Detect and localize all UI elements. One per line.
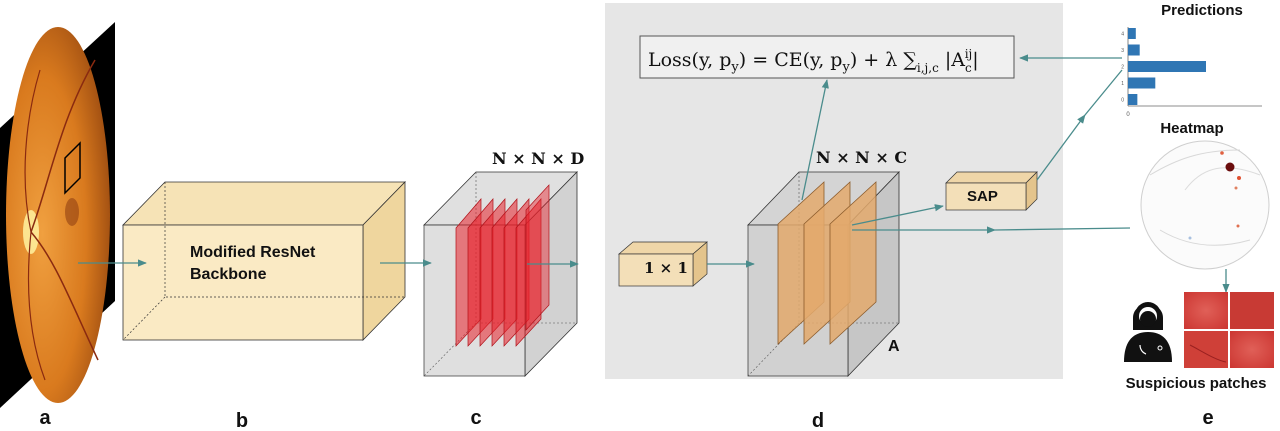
backbone-label-line1: Modified ResNet (190, 244, 316, 261)
prediction-tick-label: 1 (1121, 81, 1124, 87)
sap-block (945, 171, 1038, 211)
flow-arrows (78, 54, 1230, 293)
loss-formula: Loss(y, py) = CE(y, py) + λ ∑i,j,c |Acij… (648, 47, 979, 75)
arrow-activation-to-heatmap-2 (994, 227, 1131, 231)
predictions-chart: 4 3 2 1 0 (1121, 27, 1262, 107)
patch-4 (1230, 331, 1274, 368)
activation-block (747, 171, 900, 377)
arrow-activation-to-sap (851, 204, 944, 226)
prediction-bar (1128, 28, 1136, 39)
fundus-patch-marker (64, 141, 81, 195)
suspicious-patches (1184, 292, 1274, 368)
predictions-x-tick: 0 (1126, 112, 1130, 118)
prediction-bar (1128, 61, 1206, 72)
feature-block-c (423, 171, 578, 377)
stage-label-d: d (812, 410, 824, 431)
patch-1 (1184, 292, 1228, 329)
prediction-bar (1128, 94, 1138, 105)
activation-label: A (888, 338, 900, 355)
feature-map-slice (525, 184, 550, 331)
stage-label-e: e (1202, 407, 1213, 429)
prediction-bar (1128, 77, 1156, 89)
feature-map-slice (515, 198, 542, 347)
prediction-bar (1128, 44, 1140, 56)
patches-title: Suspicious patches (1126, 375, 1267, 392)
arrow-sap-to-predictions (1036, 114, 1086, 181)
patch-3 (1184, 331, 1228, 368)
backbone-block (122, 181, 406, 341)
stage-label-a: a (39, 407, 51, 429)
feature-dim-c: N × N × D (492, 149, 584, 168)
prediction-tick-label: 0 (1121, 98, 1124, 104)
conv1x1-block (618, 241, 708, 287)
fundus-image (0, 22, 115, 408)
doctor-icon (1124, 302, 1172, 362)
stage-label-b: b (236, 410, 248, 431)
prediction-tick-label: 4 (1121, 32, 1124, 38)
conv-label: 1 × 1 (644, 259, 688, 277)
feature-dim-d: N × N × C (816, 148, 907, 167)
heatmap-title: Heatmap (1160, 120, 1223, 137)
loss-formula-box (639, 35, 1015, 79)
stage-label-c: c (470, 407, 481, 429)
prediction-tick-label: 3 (1121, 48, 1124, 54)
patch-2 (1230, 292, 1274, 329)
prediction-tick-label: 2 (1121, 65, 1124, 71)
heatmap-image (1140, 140, 1270, 270)
arrow-sap-to-predictions-2 (1084, 69, 1123, 116)
arrow-activation-to-loss (801, 79, 829, 201)
backbone-label-line2: Backbone (190, 266, 267, 283)
sap-label: SAP (967, 188, 998, 205)
predictions-title: Predictions (1161, 2, 1243, 19)
